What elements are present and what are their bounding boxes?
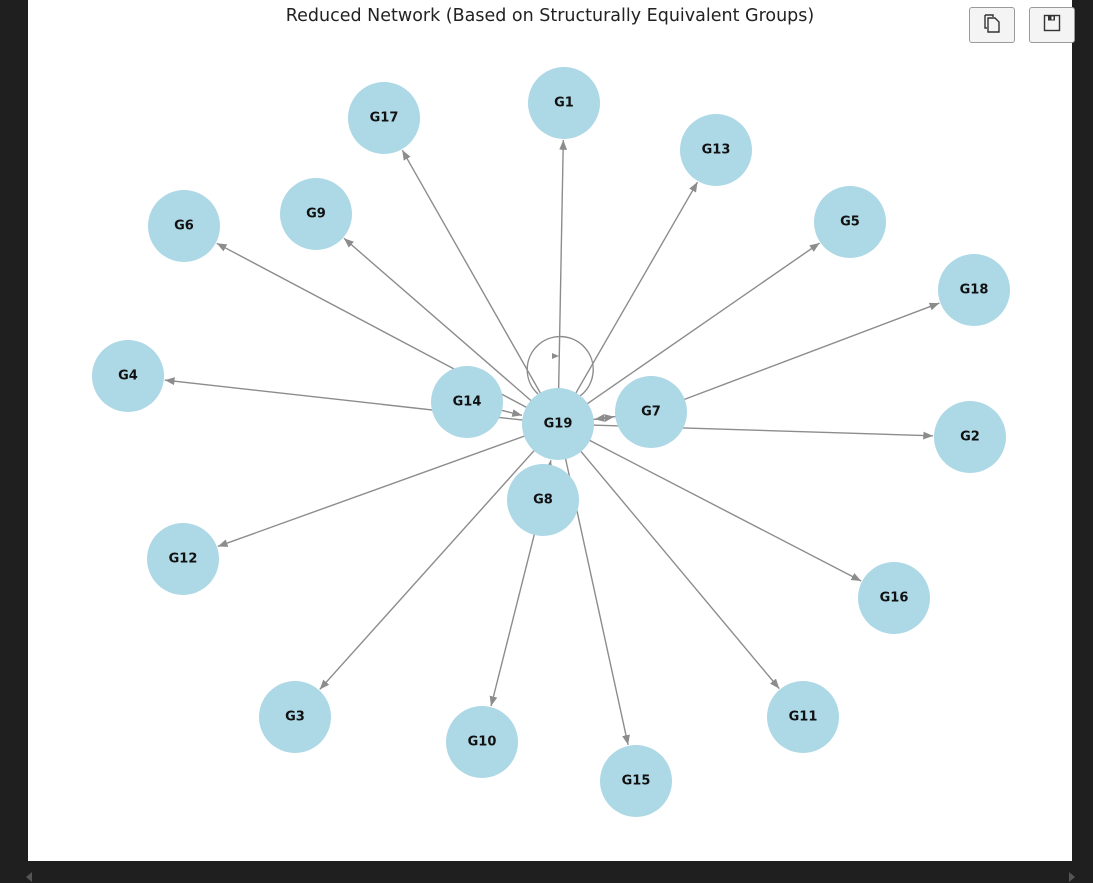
node-circle xyxy=(600,745,672,817)
node-g8[interactable]: G8 xyxy=(507,464,579,536)
node-g4[interactable]: G4 xyxy=(92,340,164,412)
node-circle xyxy=(431,366,503,438)
node-circle xyxy=(814,186,886,258)
node-circle xyxy=(858,562,930,634)
node-g12[interactable]: G12 xyxy=(147,523,219,595)
node-circle xyxy=(446,706,518,778)
node-label: G19 xyxy=(544,417,573,432)
node-circle xyxy=(92,340,164,412)
node-label: G4 xyxy=(118,369,138,384)
node-g3[interactable]: G3 xyxy=(259,681,331,753)
node-circle xyxy=(348,82,420,154)
node-circle xyxy=(148,190,220,262)
node-label: G13 xyxy=(702,143,731,158)
node-label: G15 xyxy=(622,774,651,789)
node-g19[interactable]: G19 xyxy=(522,388,594,460)
copy-button[interactable] xyxy=(969,7,1015,43)
edge-g19-to-g9 xyxy=(343,237,533,403)
save-icon xyxy=(1042,13,1062,37)
scroll-right-icon[interactable] xyxy=(1069,872,1075,882)
figure-title: Reduced Network (Based on Structurally E… xyxy=(285,6,815,26)
copy-icon xyxy=(982,12,1002,38)
edge-g8-to-g10 xyxy=(489,532,536,707)
node-label: G5 xyxy=(840,215,860,230)
horizontal-scrollbar[interactable] xyxy=(0,861,1093,883)
node-g2[interactable]: G2 xyxy=(934,401,1006,473)
node-label: G1 xyxy=(554,96,574,111)
edge-g19-to-g11 xyxy=(579,449,780,690)
node-label: G12 xyxy=(169,552,198,567)
edge-g14-to-g19 xyxy=(499,409,523,417)
edge-g19-to-g3 xyxy=(319,448,536,690)
node-label: G8 xyxy=(533,493,553,508)
node-circle xyxy=(507,464,579,536)
edge-g7-to-g18 xyxy=(682,302,940,401)
node-g10[interactable]: G10 xyxy=(446,706,518,778)
node-g14[interactable]: G14 xyxy=(431,366,503,438)
node-label: G16 xyxy=(880,591,909,606)
node-circle xyxy=(934,401,1006,473)
node-label: G18 xyxy=(960,283,989,298)
node-g13[interactable]: G13 xyxy=(680,114,752,186)
node-g11[interactable]: G11 xyxy=(767,681,839,753)
node-circle xyxy=(615,376,687,448)
edge-g19-to-g12 xyxy=(217,434,527,548)
node-label: G14 xyxy=(453,395,482,410)
save-button[interactable] xyxy=(1029,7,1075,43)
edge-g7-to-g19 xyxy=(594,414,618,422)
node-g6[interactable]: G6 xyxy=(148,190,220,262)
node-circle xyxy=(147,523,219,595)
node-g15[interactable]: G15 xyxy=(600,745,672,817)
node-circle xyxy=(280,178,352,250)
node-label: G6 xyxy=(174,219,194,234)
node-g16[interactable]: G16 xyxy=(858,562,930,634)
node-circle xyxy=(522,388,594,460)
node-g7[interactable]: G7 xyxy=(615,376,687,448)
edge-g19-to-g16 xyxy=(587,439,862,582)
edge-g19-to-g13 xyxy=(574,181,699,395)
node-circle xyxy=(528,67,600,139)
node-circle xyxy=(767,681,839,753)
edge-g19-to-g1 xyxy=(557,139,568,391)
node-label: G17 xyxy=(370,111,399,126)
node-circle xyxy=(938,254,1010,326)
node-g1[interactable]: G1 xyxy=(528,67,600,139)
node-label: G7 xyxy=(641,405,661,420)
edge-g19-to-g5 xyxy=(585,242,820,406)
self-loop-arrowhead xyxy=(552,353,559,359)
node-label: G9 xyxy=(306,207,326,222)
node-label: G2 xyxy=(960,430,980,445)
node-g5[interactable]: G5 xyxy=(814,186,886,258)
node-label: G10 xyxy=(468,735,497,750)
edge-g19-to-g17 xyxy=(401,149,542,395)
scroll-left-icon[interactable] xyxy=(26,872,32,882)
node-g18[interactable]: G18 xyxy=(938,254,1010,326)
node-label: G3 xyxy=(285,710,305,725)
node-circle xyxy=(259,681,331,753)
node-g9[interactable]: G9 xyxy=(280,178,352,250)
node-label: G11 xyxy=(789,710,818,725)
node-g17[interactable]: G17 xyxy=(348,82,420,154)
self-loop-edge-g19 xyxy=(526,335,594,397)
node-circle xyxy=(680,114,752,186)
